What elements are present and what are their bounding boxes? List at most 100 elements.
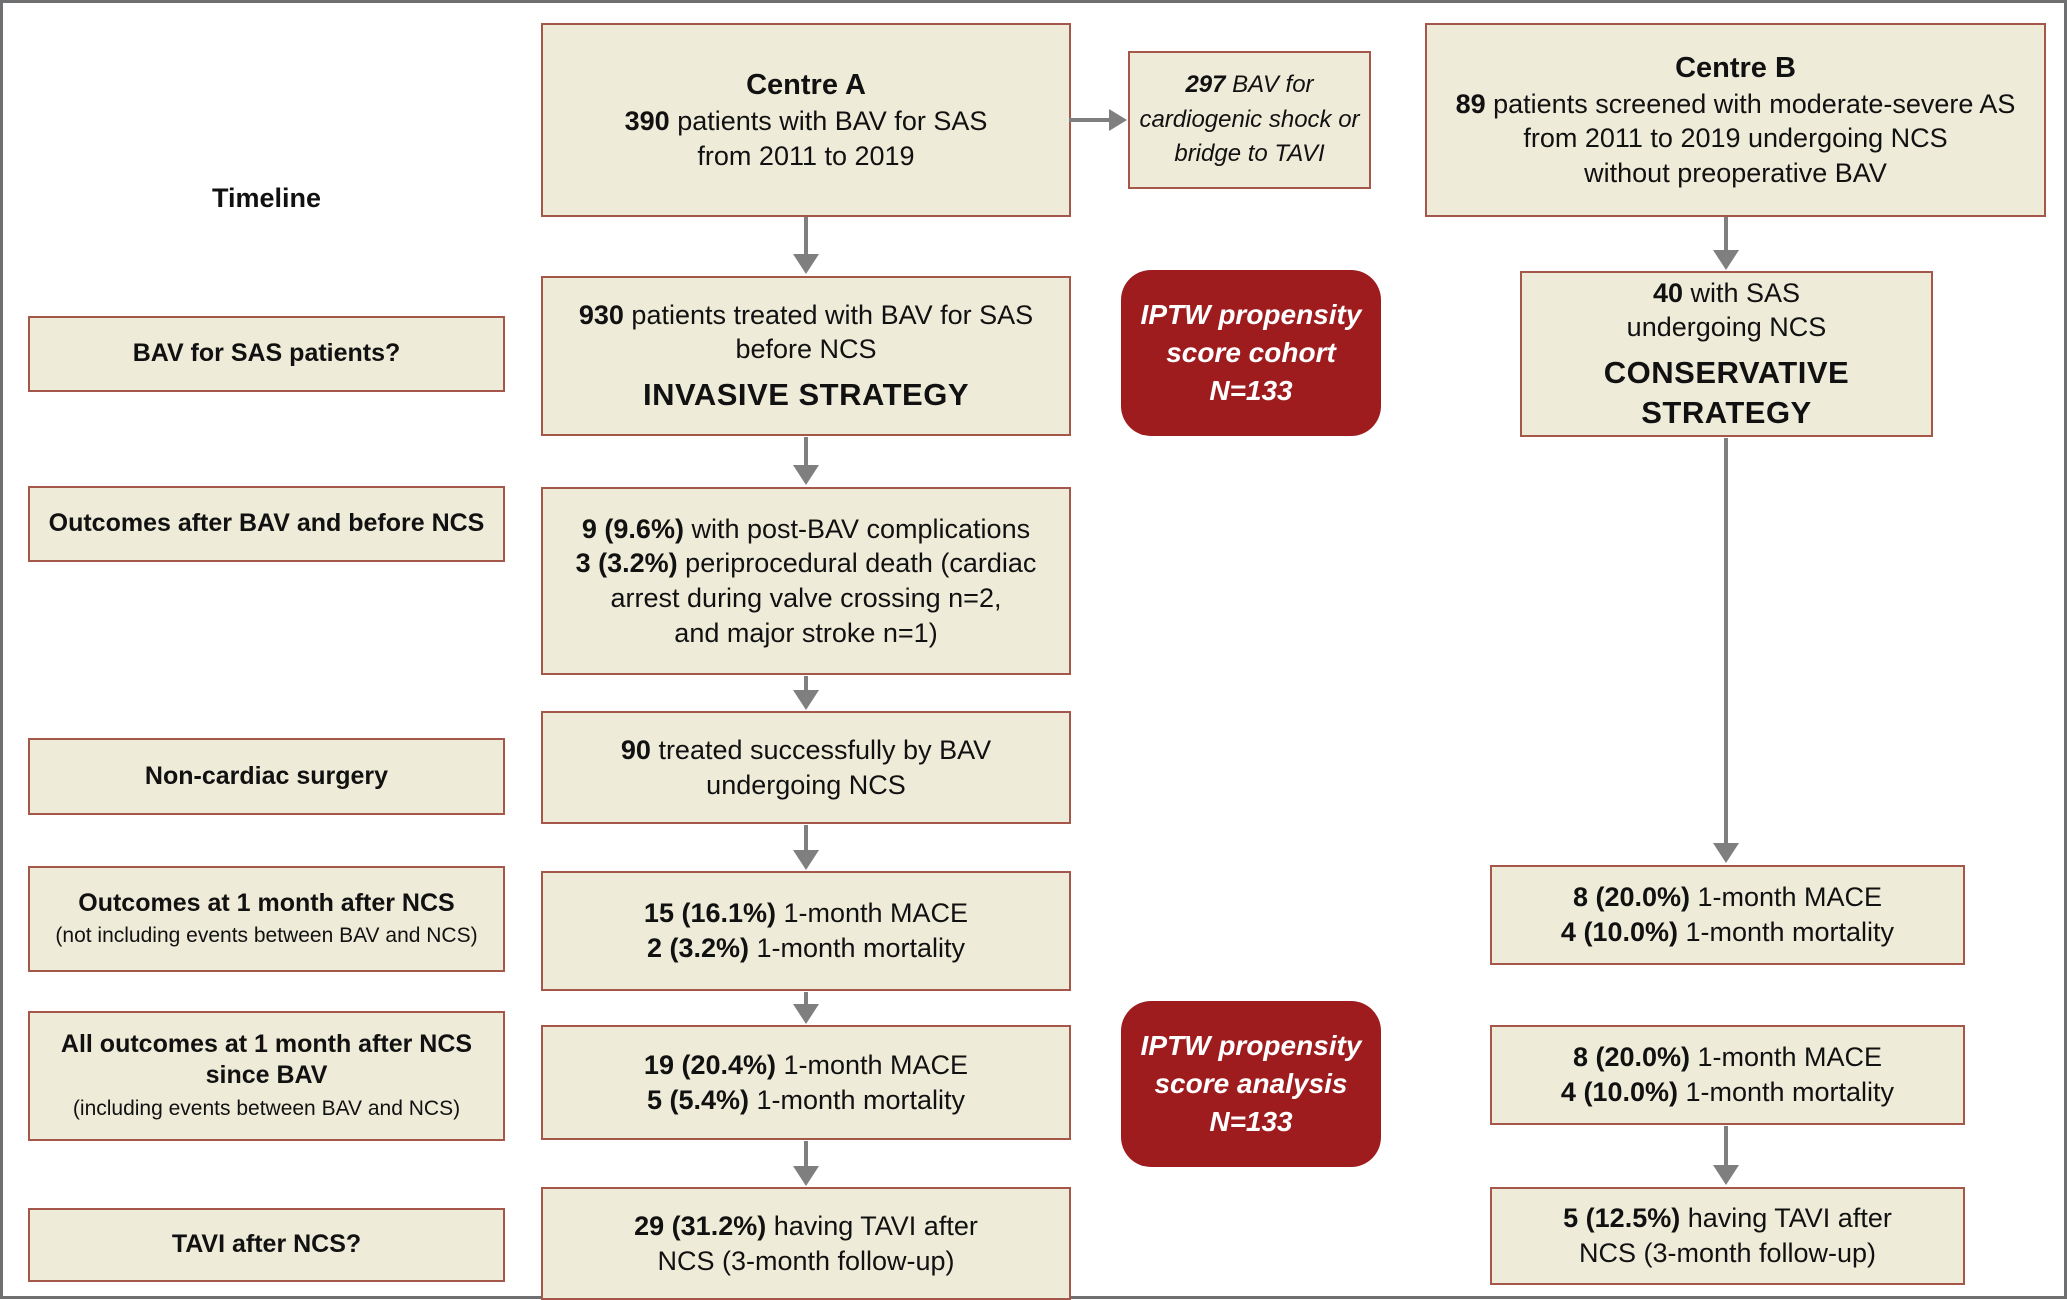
text-segment: 29 (31.2%)	[634, 1210, 767, 1241]
arrow-shaft	[1069, 118, 1109, 122]
text-segment: 390	[624, 106, 670, 136]
text-segment: 4 (10.0%)	[1560, 1077, 1678, 1107]
text-segment: IPTW propensity	[1140, 1030, 1362, 1062]
text-line: N=133	[1209, 1103, 1292, 1141]
text-line: 3 (3.2%) periprocedural death (cardiac	[576, 546, 1037, 581]
arrow-centre-a-6	[793, 1141, 819, 1186]
text-segment: TAVI after NCS?	[171, 1230, 362, 1259]
arrowhead-down-icon	[793, 1166, 819, 1186]
text-segment: 2 (3.2%)	[646, 933, 749, 963]
text-segment: IPTW propensity	[1140, 299, 1362, 331]
arrowhead-down-icon	[1713, 843, 1739, 863]
arrow-centre-a-2	[793, 437, 819, 485]
text-segment: patients with BAV for SAS	[669, 106, 988, 136]
arrowhead-down-icon	[793, 465, 819, 485]
text-segment: from 2011 to 2019	[697, 140, 915, 171]
text-segment: 5 (12.5%)	[1563, 1203, 1681, 1234]
text-line: 9 (9.6%) with post-BAV complications	[582, 512, 1030, 547]
arrowhead-down-icon	[1713, 250, 1739, 270]
text-line: TAVI after NCS?	[172, 1229, 361, 1260]
text-line: score analysis	[1154, 1065, 1347, 1103]
text-segment: N=133	[1209, 374, 1293, 406]
timeline-box-tavi-after-ncs: TAVI after NCS?	[28, 1208, 505, 1282]
text-segment: Centre B	[1675, 51, 1796, 84]
timeline-box-non-cardiac-surgery: Non-cardiac surgery	[28, 738, 505, 815]
text-segment: N=133	[1209, 1105, 1293, 1137]
text-line: 5 (12.5%) having TAVI after	[1563, 1201, 1892, 1236]
timeline-box-outcomes-after-bav-before-ncs: Outcomes after BAV and before NCS	[28, 486, 505, 562]
arrowhead-down-icon	[793, 690, 819, 710]
timeline-box-outcomes-1-month: Outcomes at 1 month after NCS(not includ…	[28, 866, 505, 972]
text-segment: periprocedural death (cardiac	[677, 548, 1037, 579]
text-line: undergoing NCS	[706, 768, 906, 803]
text-segment: treated successfully by BAV	[650, 734, 992, 765]
box-centre-a-top: Centre A 390 patients with BAV for SAS fro…	[541, 23, 1071, 217]
arrow-centre-a-1	[793, 217, 819, 274]
text-segment: 40	[1652, 277, 1683, 308]
text-line: score cohort	[1166, 334, 1336, 372]
arrowhead-down-icon	[1713, 1165, 1739, 1185]
text-segment: without preoperative BAV	[1584, 157, 1887, 188]
text-line: without preoperative BAV	[1584, 156, 1887, 191]
text-segment: with post-BAV complications	[683, 513, 1031, 544]
text-segment: and major stroke n=1)	[674, 617, 938, 648]
text-line: 19 (20.4%) 1-month MACE	[644, 1048, 968, 1083]
text-line: Centre B	[1675, 50, 1796, 87]
text-line: NCS (3-month follow-up)	[1579, 1236, 1876, 1271]
text-line: and major stroke n=1)	[674, 616, 937, 651]
text-segment: since BAV	[205, 1061, 328, 1090]
text-segment: All outcomes at 1 month after NCS	[60, 1030, 473, 1059]
arrow-centre-b-2	[1713, 438, 1739, 863]
text-line: 29 (31.2%) having TAVI after	[634, 1209, 978, 1244]
arrow-centre-a-3	[793, 676, 819, 710]
text-line: 90 treated successfully by BAV	[621, 733, 991, 768]
text-line: 5 (5.4%) 1-month mortality	[647, 1083, 965, 1118]
text-line: NCS (3-month follow-up)	[657, 1244, 954, 1279]
arrowhead-right-icon	[1109, 109, 1127, 131]
arrow-shaft	[804, 825, 808, 850]
text-line: Centre A	[746, 67, 866, 104]
arrowhead-down-icon	[793, 1004, 819, 1024]
text-line: BAV for SAS patients?	[133, 338, 401, 369]
text-segment: score analysis	[1154, 1068, 1348, 1100]
text-line: since BAV	[206, 1060, 328, 1091]
text-segment: with SAS	[1683, 277, 1801, 308]
text-segment: CONSERVATIVE STRATEGY	[1603, 354, 1850, 430]
text-line: Outcomes at 1 month after NCS	[78, 888, 454, 919]
arrow-centre-a-to-excluded	[1069, 109, 1127, 131]
text-line: from 2011 to 2019 undergoing NCS	[1523, 121, 1947, 156]
text-line: (including events between BAV and NCS)	[73, 1092, 460, 1123]
text-segment: 930	[578, 299, 624, 330]
text-line: 40 with SAS	[1653, 276, 1800, 311]
text-segment: BAV for SAS patients?	[132, 339, 401, 368]
arrowhead-down-icon	[793, 254, 819, 274]
text-segment: undergoing NCS	[1626, 312, 1827, 343]
text-segment: arrest during valve crossing n=2,	[610, 583, 1002, 613]
text-segment: 1-month mortality	[1677, 917, 1895, 947]
text-segment: before NCS	[735, 334, 877, 365]
text-segment: 15 (16.1%)	[643, 898, 776, 929]
text-line: 297 BAV for	[1185, 68, 1313, 103]
text-line: 8 (20.0%) 1-month MACE	[1573, 1040, 1882, 1075]
text-line: Outcomes after BAV and before NCS	[49, 508, 485, 539]
text-segment: 1-month mortality	[1677, 1077, 1895, 1107]
text-segment: 90	[620, 734, 651, 765]
text-segment: Centre A	[746, 68, 866, 101]
text-line: 4 (10.0%) 1-month mortality	[1561, 915, 1894, 950]
text-line: 15 (16.1%) 1-month MACE	[644, 896, 968, 931]
text-line: bridge to TAVI	[1174, 137, 1324, 172]
text-segment: 8 (20.0%)	[1572, 882, 1690, 913]
text-line: All outcomes at 1 month after NCS	[61, 1029, 472, 1060]
text-segment: having TAVI after	[766, 1210, 978, 1241]
arrow-shaft	[804, 217, 808, 254]
arrow-shaft	[804, 676, 808, 690]
